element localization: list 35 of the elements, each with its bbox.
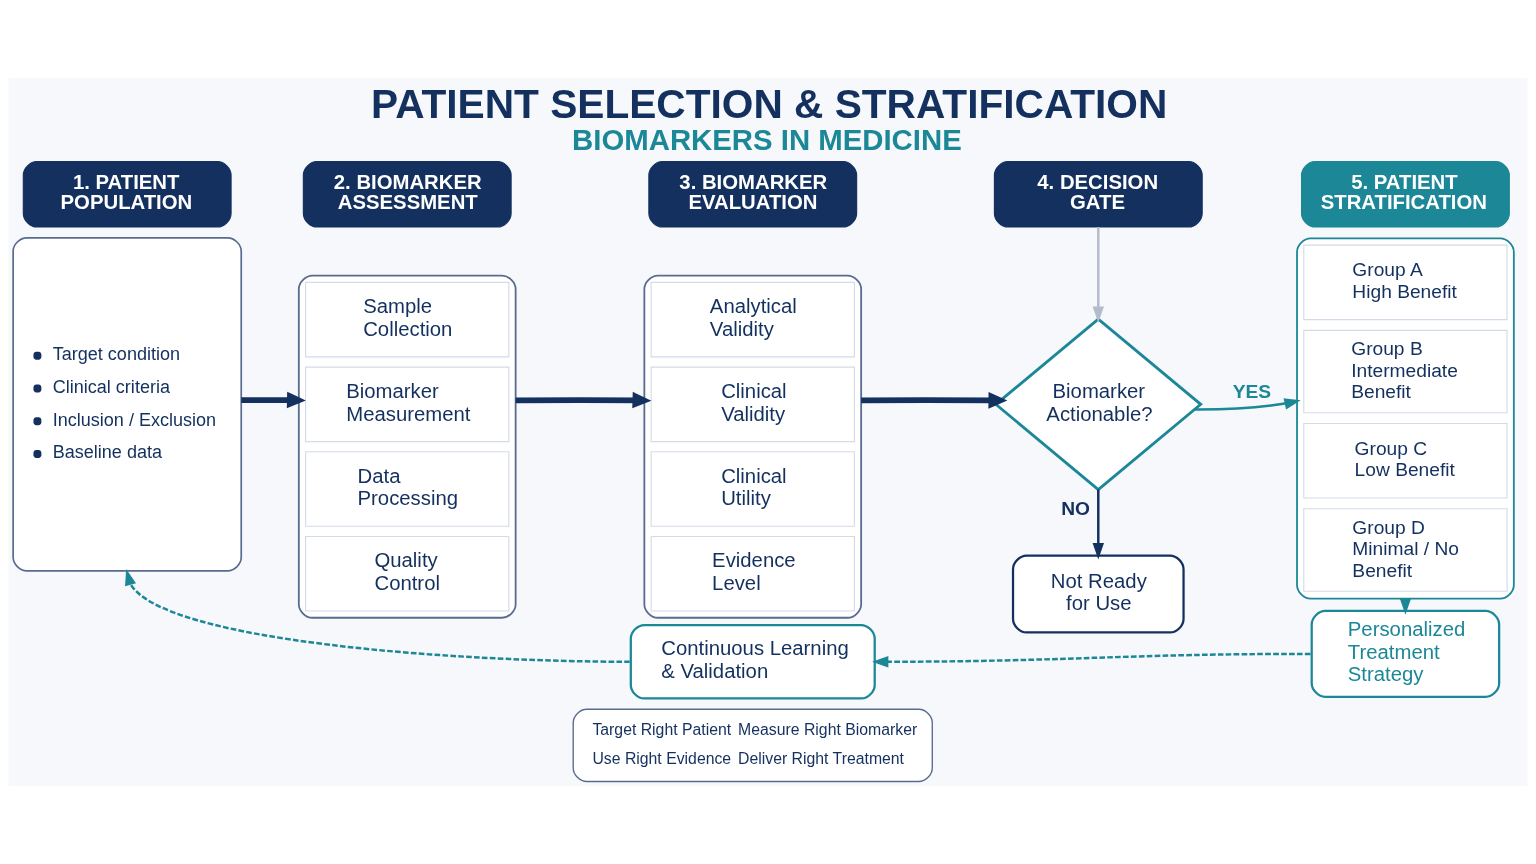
node-box: Personalized Treatment Strategy: [1310, 609, 1501, 698]
node-diamond: Biomarker Actionable?: [993, 317, 1203, 492]
node-box: Group D Minimal / No Benefit: [1303, 508, 1508, 592]
node-box: Group B Intermediate Benefit: [1303, 329, 1508, 414]
node-box: Evidence Level: [650, 535, 855, 612]
arrow: [872, 652, 1311, 668]
arrow: [1092, 489, 1104, 560]
edge-label: YES: [1232, 381, 1272, 403]
node-box: Group C Low Benefit: [1303, 422, 1508, 499]
node-box: Clinical Validity: [650, 366, 855, 443]
arrow: [1092, 227, 1104, 323]
node-box: Target Right Patient Measure Right Biomarker Use Right Evidence Deliver Right Treatment: [572, 708, 933, 783]
node-box: 4. DECISION GATE: [993, 161, 1203, 228]
node-box: 1. PATIENT POPULATION: [22, 161, 232, 228]
node-box: Sample Collection: [305, 281, 510, 358]
node-box: 3. BIOMARKER EVALUATION: [648, 161, 858, 228]
node-box: 2. BIOMARKER ASSESSMENT: [302, 161, 512, 228]
node-box: Not Ready for Use: [1011, 554, 1185, 634]
arrow: [1195, 398, 1301, 411]
node-box: Target condition Clinical criteria Inclusion / Exclusion Baseline data: [12, 236, 243, 572]
node-box: Data Processing: [305, 451, 510, 527]
node-box: Group A High Benefit: [1303, 244, 1508, 321]
node-box: 5. PATIENT STRATIFICATION: [1300, 161, 1510, 228]
arrow: [861, 392, 1008, 409]
cluster: [297, 274, 517, 619]
node-box: Continuous Learning & Validation: [629, 623, 876, 700]
arrow: [125, 568, 630, 664]
arrow: [515, 391, 652, 409]
node-box: Analytical Validity: [650, 281, 855, 358]
node-box: Clinical Utility: [650, 451, 855, 527]
node-box: Quality Control: [305, 535, 510, 612]
arrow: [241, 391, 306, 409]
edge-label: NO: [1061, 498, 1091, 520]
cluster: [643, 274, 863, 619]
node-box: Biomarker Measurement: [305, 366, 510, 443]
